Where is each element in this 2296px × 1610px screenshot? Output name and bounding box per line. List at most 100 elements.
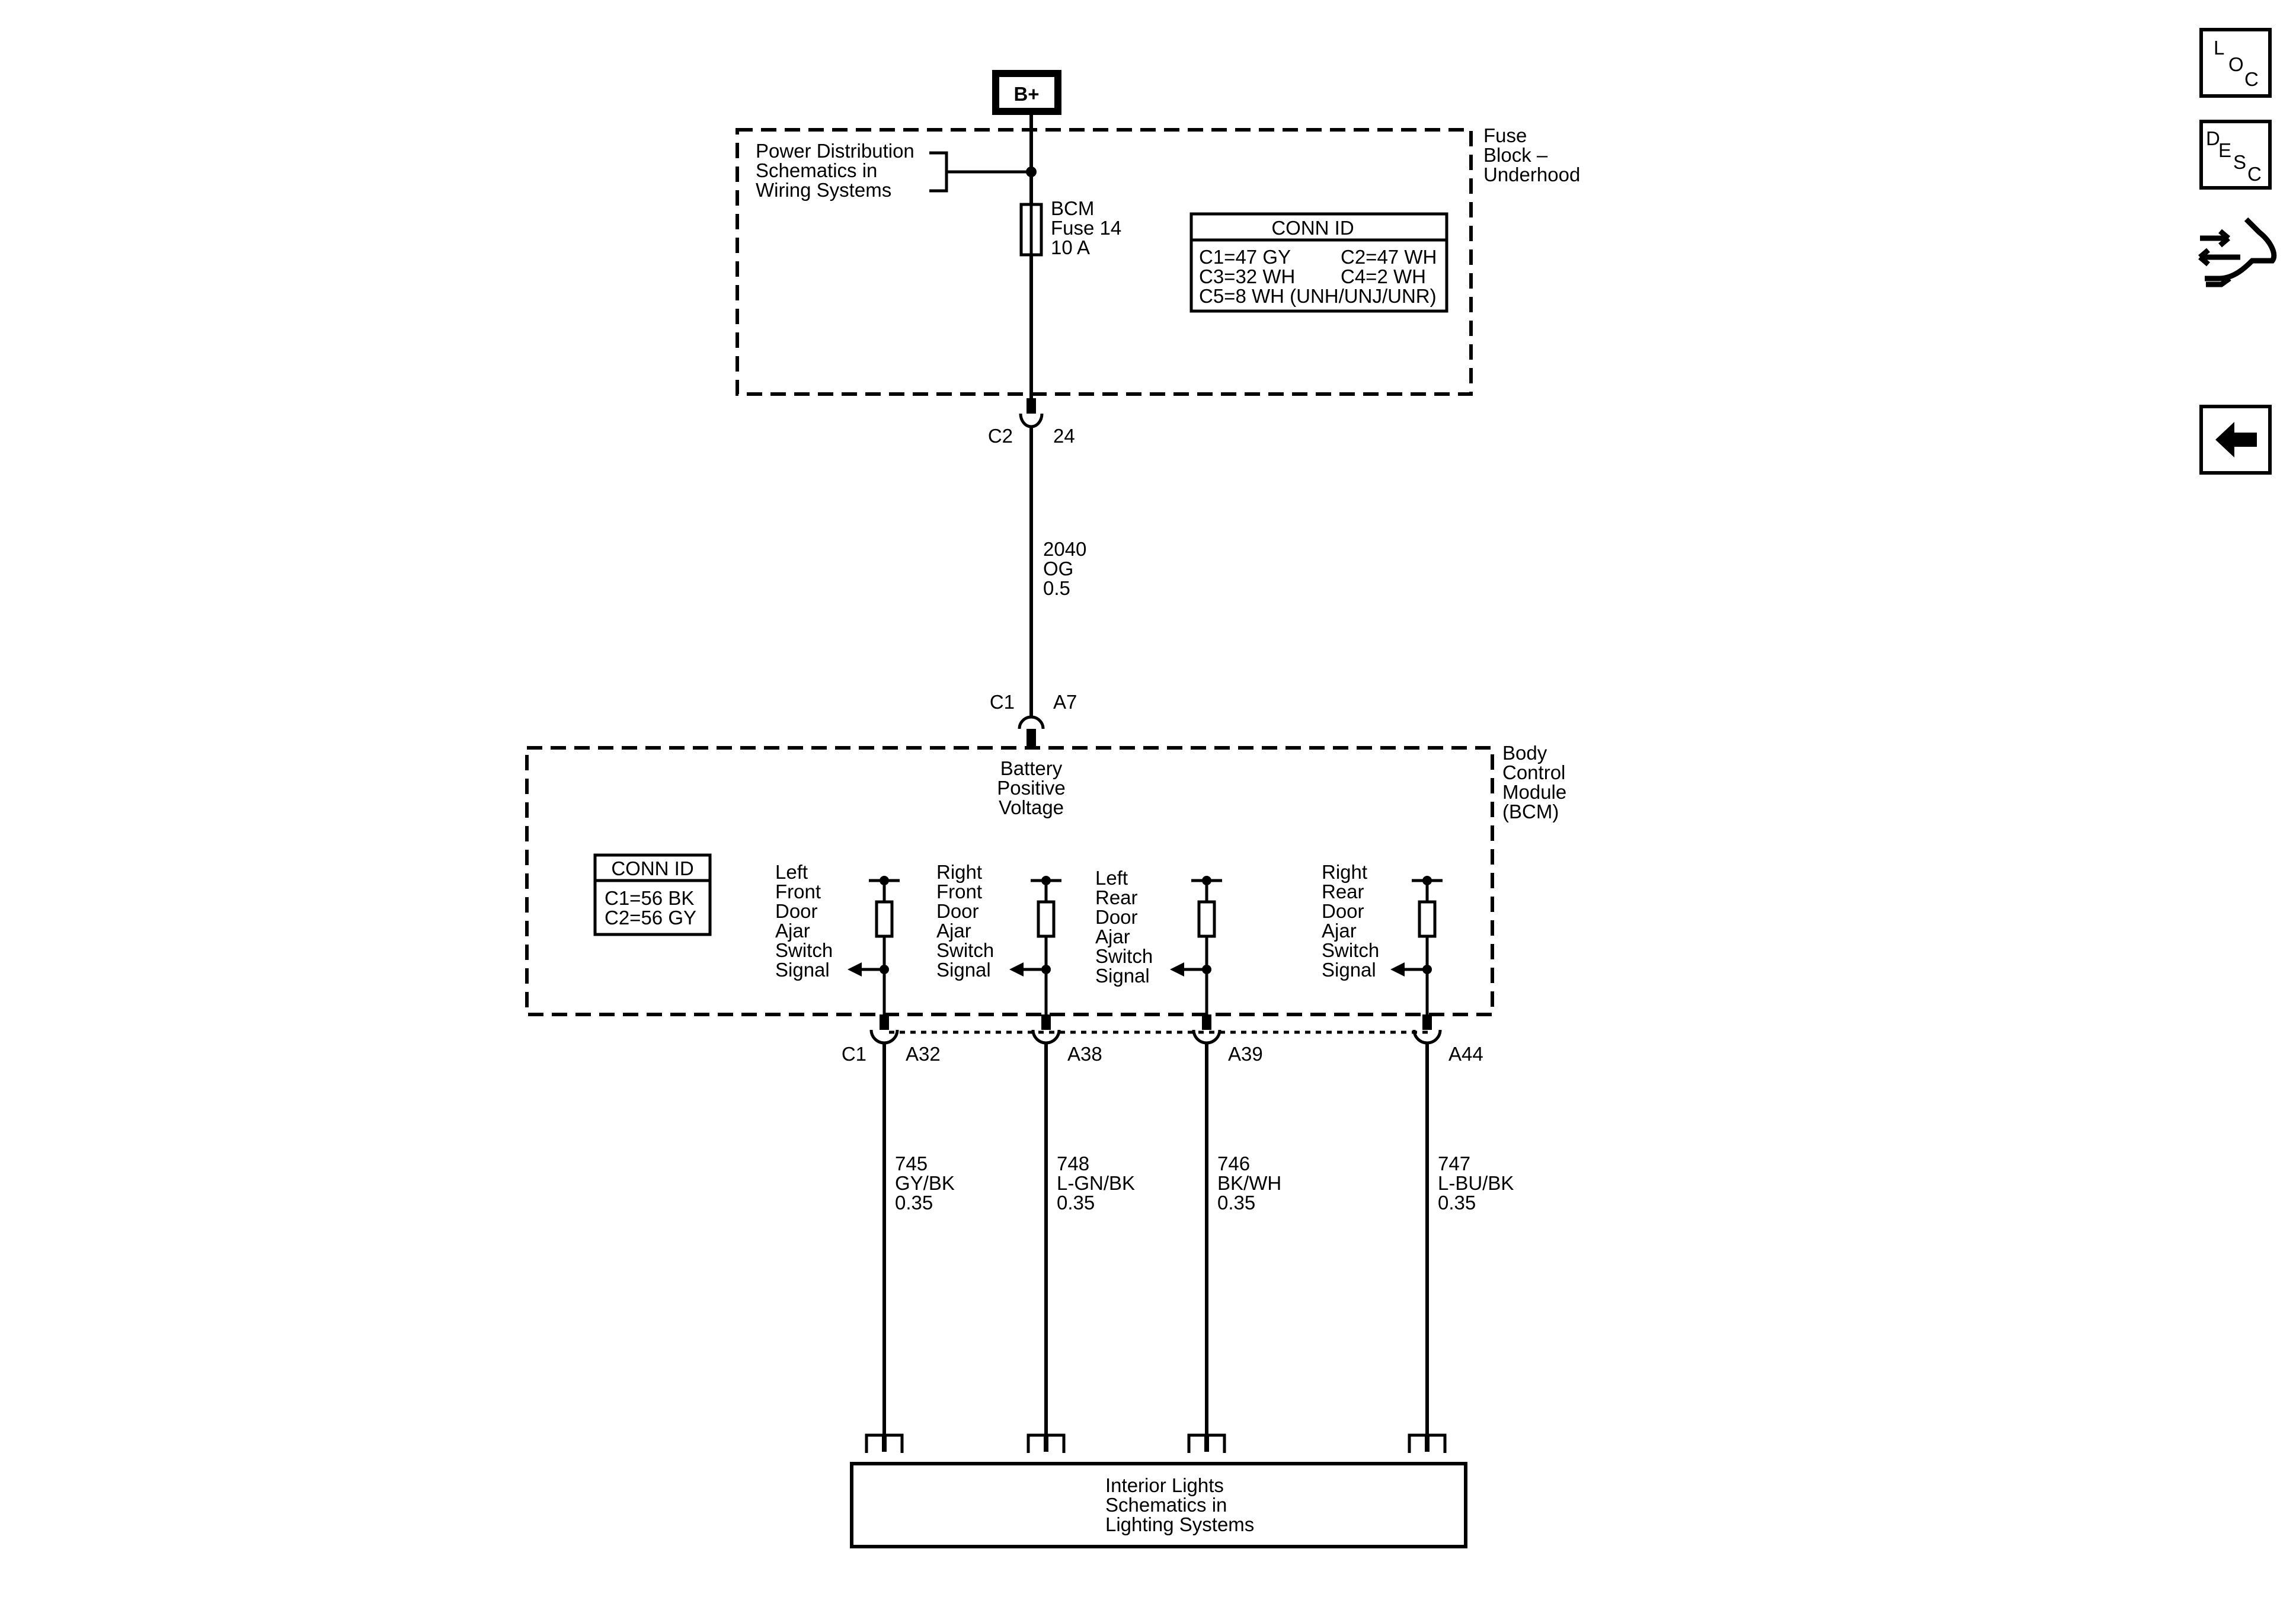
pullup-resistor — [1418, 900, 1437, 938]
power-ref-line-2: Schematics in — [756, 159, 877, 181]
fuse-out-pin: 24 — [1053, 425, 1075, 447]
destination-line-2: Schematics in — [1105, 1494, 1227, 1516]
signal-label-line: Ajar — [1095, 926, 1130, 948]
bcm-in-conn: C1 — [990, 691, 1015, 713]
bcm-input-label-1: Battery — [1000, 757, 1063, 779]
wire-spec-label: L-BU/BK — [1438, 1172, 1514, 1194]
pullup-resistor — [1037, 900, 1056, 938]
desc-letter-s: S — [2233, 151, 2246, 173]
signal-label-line: Switch — [1322, 939, 1379, 961]
signal-label-line: Ajar — [1322, 920, 1357, 942]
destination-line-1: Interior Lights — [1105, 1474, 1224, 1496]
signal-label-line: Door — [1095, 906, 1138, 928]
interior-lights-reference: Interior Lights Schematics in Lighting S… — [850, 1462, 1467, 1548]
back-arrow-icon[interactable] — [2199, 405, 2272, 475]
connector-pin-label: A38 — [1067, 1043, 1102, 1065]
signal-label-line: Right — [936, 861, 982, 883]
door-signal-circuit: RightRearDoorAjarSwitchSignalA44747L-BU/… — [1322, 861, 1514, 1453]
door-signal-circuit: RightFrontDoorAjarSwitchSignalA38748L-GN… — [936, 861, 1135, 1453]
bcm-conn-c2: C2=56 GY — [605, 907, 696, 929]
feed-color: OG — [1043, 558, 1073, 580]
signal-label-line: Signal — [1095, 965, 1150, 987]
signal-label-line: Switch — [936, 939, 994, 961]
wire-spec-label: 746 — [1217, 1153, 1250, 1174]
signal-arrow-icon — [1390, 962, 1405, 977]
bcm-conn-id-table: CONN ID C1=56 BK C2=56 GY — [593, 853, 712, 936]
loc-letter-o: O — [2228, 53, 2244, 75]
fuse-out-conn: C2 — [988, 425, 1013, 447]
signal-arrow-icon — [1009, 962, 1024, 977]
fuse-label-1: BCM — [1051, 197, 1094, 219]
signal-arrow-icon — [1170, 962, 1184, 977]
signal-label-line: Switch — [775, 939, 833, 961]
pullup-resistor — [875, 900, 894, 938]
desc-button[interactable]: D E S C — [2199, 120, 2272, 190]
loc-letter-c: C — [2244, 68, 2259, 90]
wire-spec-label: 0.35 — [895, 1192, 933, 1214]
signal-label-line: Door — [775, 900, 818, 922]
signal-label-line: Door — [1322, 900, 1364, 922]
bcm-input-label-3: Voltage — [999, 796, 1064, 818]
fuse-block-name-3: Underhood — [1483, 164, 1580, 185]
supply-label: B+ — [1013, 83, 1039, 105]
feed-circuit: 2040 — [1043, 538, 1086, 560]
fuse-conn-c5: C5=8 WH (UNH/UNJ/UNR) — [1199, 285, 1437, 307]
signal-label-line: Front — [936, 881, 982, 902]
battery-supply: B+ — [992, 70, 1061, 115]
signal-label-line: Ajar — [775, 920, 810, 942]
power-ref-line-3: Wiring Systems — [756, 179, 891, 201]
signal-label-line: Rear — [1095, 886, 1138, 908]
signal-label-line: Left — [1095, 867, 1128, 889]
bcm-name-3: Module — [1502, 781, 1566, 803]
fuse-conn-id-header: CONN ID — [1271, 217, 1354, 239]
bcm-in-pin: A7 — [1053, 691, 1077, 713]
signal-label-line: Ajar — [936, 920, 971, 942]
fuse-label-2: Fuse 14 — [1051, 217, 1121, 239]
fuse-conn-c1: C1=47 GY — [1199, 246, 1291, 268]
signal-label-line: Rear — [1322, 881, 1364, 902]
fuse-block-name-1: Fuse — [1483, 124, 1527, 146]
signal-label-line: Signal — [1322, 959, 1376, 981]
connector-pin-label: A32 — [906, 1043, 941, 1065]
signal-arrow-icon — [848, 962, 862, 977]
desc-letter-e: E — [2218, 139, 2231, 161]
connector-pin-label: A44 — [1448, 1043, 1483, 1065]
wire-spec-label: BK/WH — [1217, 1172, 1281, 1194]
fuse-label-3: 10 A — [1051, 236, 1090, 258]
bcm-conn-c1: C1=56 BK — [605, 887, 694, 909]
loc-button[interactable]: L O C — [2199, 28, 2272, 98]
wire-spec-label: 748 — [1057, 1153, 1089, 1174]
feed-gauge: 0.5 — [1043, 577, 1070, 599]
connector-pin-label: A39 — [1228, 1043, 1263, 1065]
power-distribution-reference: Power Distribution Schematics in Wiring … — [756, 140, 1037, 201]
wire-spec-label: 745 — [895, 1153, 928, 1174]
signal-label-line: Right — [1322, 861, 1367, 883]
pullup-resistor — [1197, 900, 1216, 938]
signal-label-line: Door — [936, 900, 979, 922]
fuse-conn-c3: C3=32 WH — [1199, 265, 1295, 287]
signal-label-line: Signal — [936, 959, 991, 981]
connector-cup — [1031, 1029, 1061, 1045]
connector-cup — [1192, 1029, 1221, 1045]
body-control-module: Body Control Module (BCM) Battery Positi… — [525, 742, 1566, 1016]
wire-spec-label: L-GN/BK — [1057, 1172, 1135, 1194]
connector-c1-a7: C1 A7 — [990, 691, 1077, 748]
signal-label-line: Front — [775, 881, 821, 902]
bcm-input-label-2: Positive — [997, 777, 1066, 799]
bcm-name-4: (BCM) — [1502, 801, 1559, 822]
signal-label-line: Signal — [775, 959, 830, 981]
connector-c2-24: C2 24 — [988, 398, 1075, 447]
feed-wire-2040: 2040 OG 0.5 — [1029, 428, 1086, 717]
fuse-conn-c2: C2=47 WH — [1341, 246, 1437, 268]
wire-spec-label: 0.35 — [1217, 1192, 1255, 1214]
troubleshooting-icon[interactable] — [2198, 217, 2277, 287]
fuse-block-conn-id-table: CONN ID C1=47 GY C2=47 WH C3=32 WH C4=2 … — [1189, 212, 1448, 313]
signal-label-line: Switch — [1095, 945, 1153, 967]
destination-line-3: Lighting Systems — [1105, 1513, 1254, 1535]
signal-label-line: Left — [775, 861, 808, 883]
wire-spec-label: 0.35 — [1057, 1192, 1095, 1214]
fuse-block-underhood: Fuse Block – Underhood — [736, 124, 1580, 396]
